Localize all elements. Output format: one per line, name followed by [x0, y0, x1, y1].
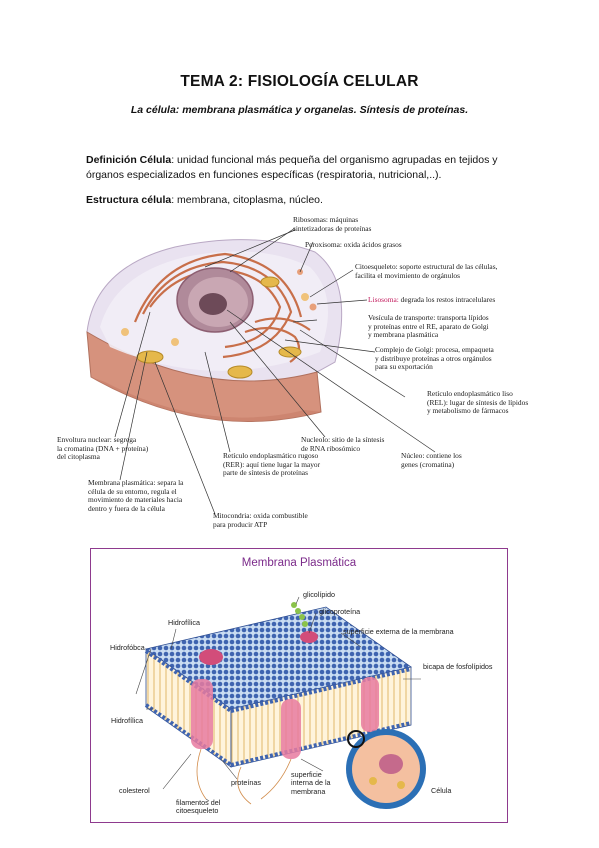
document-title: TEMA 2: FISIOLOGÍA CELULAR: [180, 73, 419, 90]
glicoproteina-label: glicoproteína: [319, 607, 361, 616]
citoesqueleto-label: Citoesqueleto: soporte estructural de la…: [355, 262, 498, 280]
celula-label: Célula: [431, 786, 452, 795]
membrane-illustration: [135, 596, 426, 809]
nucleolo-label: Nucleolo: sitio de la síntesis de RNA ri…: [301, 435, 385, 453]
rer-label: Retículo endoplasmático rugoso (RER): aq…: [223, 451, 321, 478]
vesicula-label: Vesícula de transporte: transporta lípid…: [368, 313, 489, 340]
document-subtitle: La célula: membrana plasmática y organel…: [130, 104, 469, 116]
golgi-label: Complejo de Golgi: procesa, empaqueta y …: [375, 345, 494, 372]
structure-label: Estructura célula: [86, 194, 172, 206]
membrane-title: Membrana Plasmática: [241, 557, 357, 569]
membrana-label: Membrana plasmática: separa la célula de…: [88, 478, 184, 513]
structure-paragraph: Estructura célula: membrana, citoplasma,…: [86, 193, 526, 208]
filamentos-label: filamentos del citoesqueleto: [176, 798, 221, 816]
rel-label: Retículo endoplasmático liso (REL): luga…: [427, 389, 529, 416]
definition-label: Definición Célula: [86, 154, 172, 166]
superficie-interna-label: superficie interna de la membrana: [291, 770, 331, 796]
nucleo-label: Núcleo: contiene los genes (cromatina): [401, 451, 462, 469]
hidrofilica-top-label: Hidrofílica: [168, 618, 200, 627]
proteinas-label: proteínas: [231, 778, 261, 787]
mitocondria-label: Mitocondria: oxida combustible para prod…: [213, 511, 308, 529]
lisosoma-label: Lisosoma: degrada los restos intracelula…: [368, 295, 496, 305]
glicolipido-label: glicolípido: [303, 590, 335, 599]
envoltura-label: Envoltura nuclear: segrega la cromatina …: [57, 435, 149, 462]
hidrofobica-label: Hidrofóbca: [110, 643, 145, 652]
superficie-externa-label: superficie externa de la membrana: [343, 627, 454, 636]
ribosomas-label: Ribosomas: máquinas sintetizadoras de pr…: [293, 215, 372, 233]
bicapa-label: bicapa de fosfolípidos: [423, 662, 493, 671]
cell-illustration: [86, 227, 436, 515]
membrane-figure: Membrana Plasmática glicolípido glicopro…: [90, 548, 508, 823]
definition-paragraph: Definición Célula: unidad funcional más …: [86, 153, 526, 183]
cell-diagram: Ribosomas: máquinas sintetizadoras de pr…: [55, 212, 585, 542]
hidrofilica-bottom-label: Hidrofílica: [111, 716, 143, 725]
peroxisoma-label: Peroxisoma: oxida ácidos grasos: [305, 240, 402, 249]
structure-text: : membrana, citoplasma, núcleo.: [171, 194, 323, 206]
colesterol-label: colesterol: [119, 786, 150, 795]
lisosoma-name: Lisosoma:: [368, 295, 399, 304]
definition-text: : unidad funcional más pequeña del organ…: [86, 154, 498, 181]
lisosoma-text: degrada los restos intracelulares: [398, 295, 496, 304]
